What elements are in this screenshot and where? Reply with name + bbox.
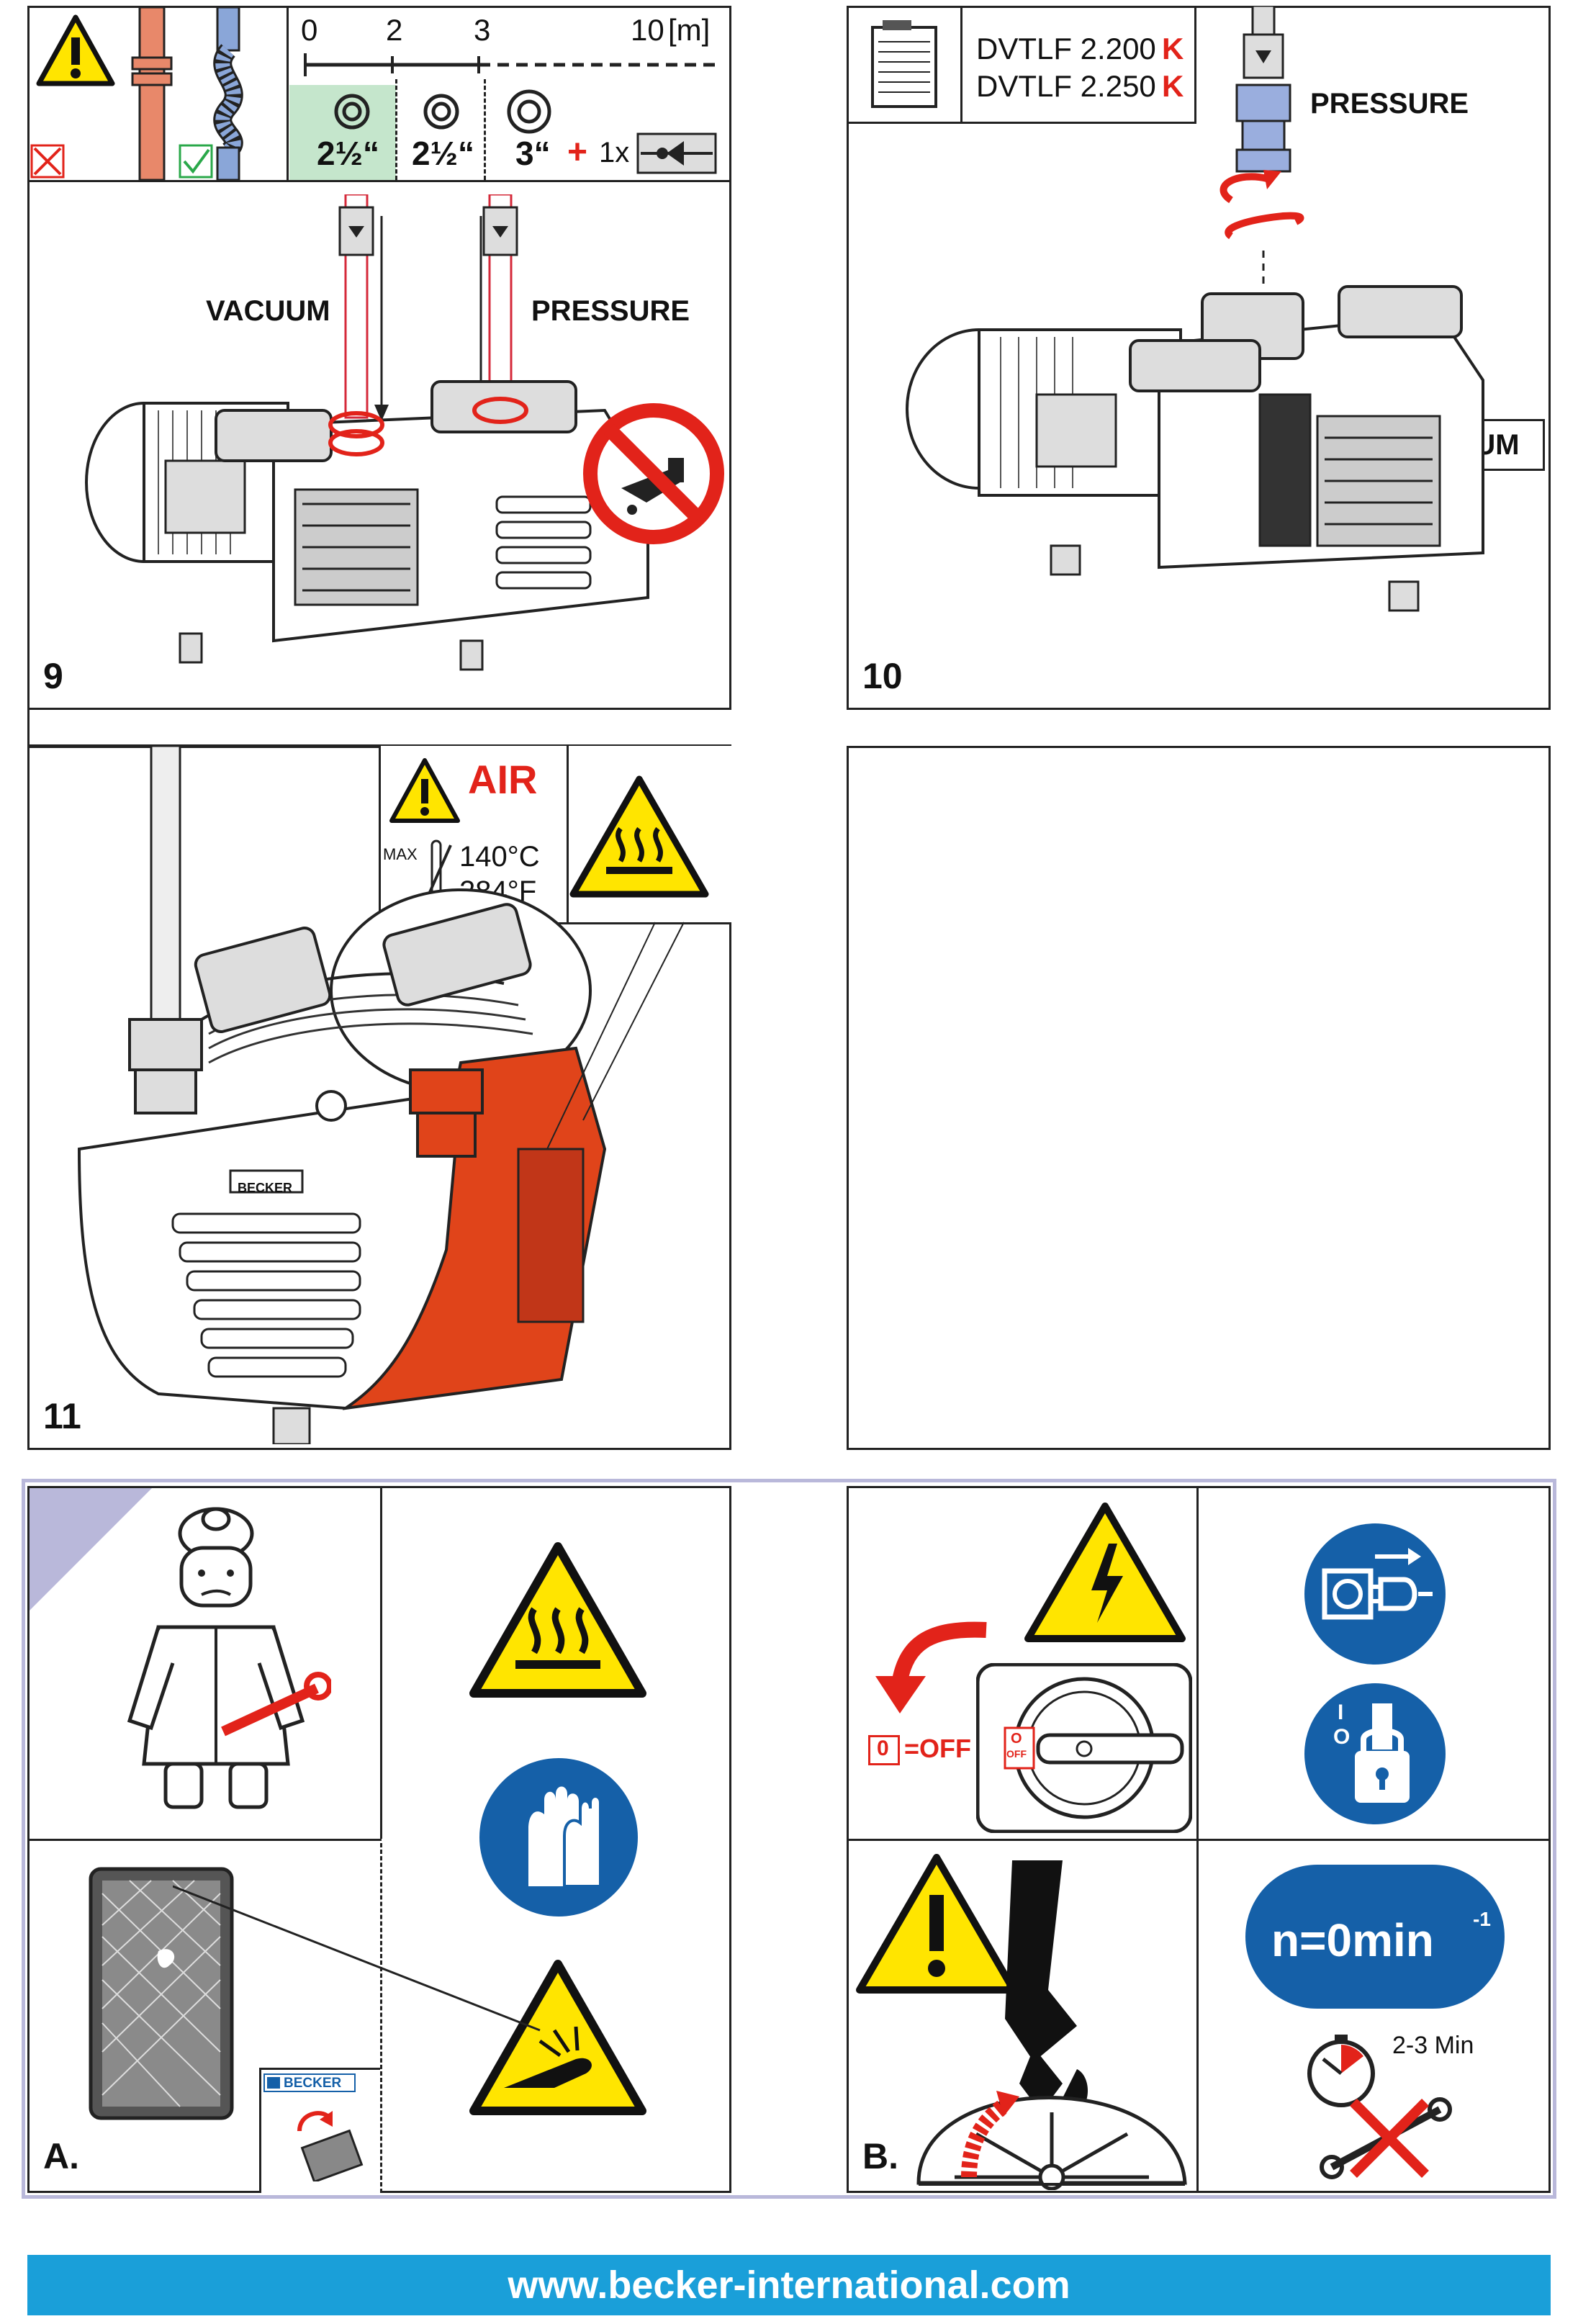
model-suffix-2: K [1162,69,1184,103]
hot-surface-warning-icon [569,775,709,898]
vacuum-pump-hot-illustration [77,746,685,1444]
section-letter: A. [43,2136,79,2176]
max-temp-celsius: 140°C [459,841,540,873]
filter-element-illustration [89,1867,234,2120]
step-number: 10 [862,656,903,696]
off-text: =OFF [904,1734,972,1763]
model-name-2: DVTLF 2.250 [976,69,1156,103]
warning-triangle-icon [389,758,460,823]
footer-bar [27,2255,1551,2315]
model-name-1: DVTLF 2.200 [976,32,1156,66]
website-link[interactable]: www.becker-international.com [508,2264,1070,2307]
pump-brand-label: BECKER [238,1181,293,1195]
unplug-mandatory-icon [1304,1523,1446,1665]
section-letter: B. [862,2136,898,2176]
zero-speed-text: n=0min [1271,1914,1434,1966]
lockout-o-label: O [1333,1725,1351,1749]
off-zero: 0 [877,1737,889,1760]
air-label: AIR [468,757,538,802]
off-zero-box [868,1735,900,1765]
zero-speed-badge [1245,1865,1505,2009]
zero-speed-exponent: -1 [1473,1908,1491,1930]
vacuum-pump-illustration [85,194,649,671]
plus-sign: + [567,133,588,171]
wait-time-label: 2-3 Min [1392,2032,1474,2059]
pipe-size-2: 2½“ [412,135,474,172]
no-oil-prohibition-icon [583,403,724,544]
check-valve-icon [636,132,717,174]
rotating-impeller-hazard-illustration [916,1860,1187,2190]
model-table [847,6,1196,124]
scale-tick-2: 2 [386,13,403,47]
pipe-ring-icon [334,94,370,130]
switch-off-label: OFF [1006,1748,1027,1760]
crushing-hazard-warning-icon [469,1960,646,2115]
lockout-i-label: I [1338,1701,1344,1724]
lockout-mandatory-icon [1304,1683,1446,1824]
check-mark-icon [179,144,213,179]
turn-off-arrow-icon [875,1621,987,1713]
model-suffix-1: K [1162,32,1184,66]
vacuum-pump-illustration [906,6,1484,612]
filter-cartridge-icon [871,20,937,108]
warning-triangle-icon [36,14,115,86]
rigid-pipe-icon [131,7,173,180]
corner-triangle [30,1488,152,1611]
electrical-hazard-warning-icon [1024,1503,1186,1642]
flexible-hose-icon [213,7,243,180]
step-number: 11 [43,1396,81,1436]
cross-mark-icon [30,144,65,179]
scale-unit: [m] [668,13,711,47]
panel-empty [847,746,1551,1450]
pressure-label: PRESSURE [1310,88,1469,120]
step-number: 9 [43,656,63,696]
pointer-line [173,1885,541,2032]
extra-valve-count: 1x [599,137,630,168]
scale-tick-10: 10 [631,13,664,47]
pipe-size-1: 2½“ [317,135,379,172]
pipe-ring-icon [423,94,459,130]
general-warning-icon [856,1854,1017,1994]
distance-scale-line [304,53,716,76]
becker-logo: BECKER [263,2073,356,2092]
stopwatch-icon [1307,2035,1375,2107]
scale-tick-0: 0 [301,13,318,47]
wear-gloves-icon [479,1758,638,1917]
pipe-ring-icon [507,89,551,134]
becker-logo-text: BECKER [284,2076,342,2091]
main-switch-illustration [976,1663,1192,1833]
pressure-label: PRESSURE [531,295,690,327]
safety-frame [22,1479,1556,2199]
scale-tick-3: 3 [474,13,491,47]
max-label: MAX [383,845,418,863]
no-maintenance-icon [1320,2097,1452,2179]
switch-o-label: O [1011,1731,1022,1747]
hot-surface-warning-icon [469,1542,646,1698]
pipe-size-3: 3“ [515,135,551,172]
replace-filter-icon [297,2111,364,2181]
technician-illustration [127,1507,331,1809]
vacuum-label: VACUUM [206,295,330,327]
